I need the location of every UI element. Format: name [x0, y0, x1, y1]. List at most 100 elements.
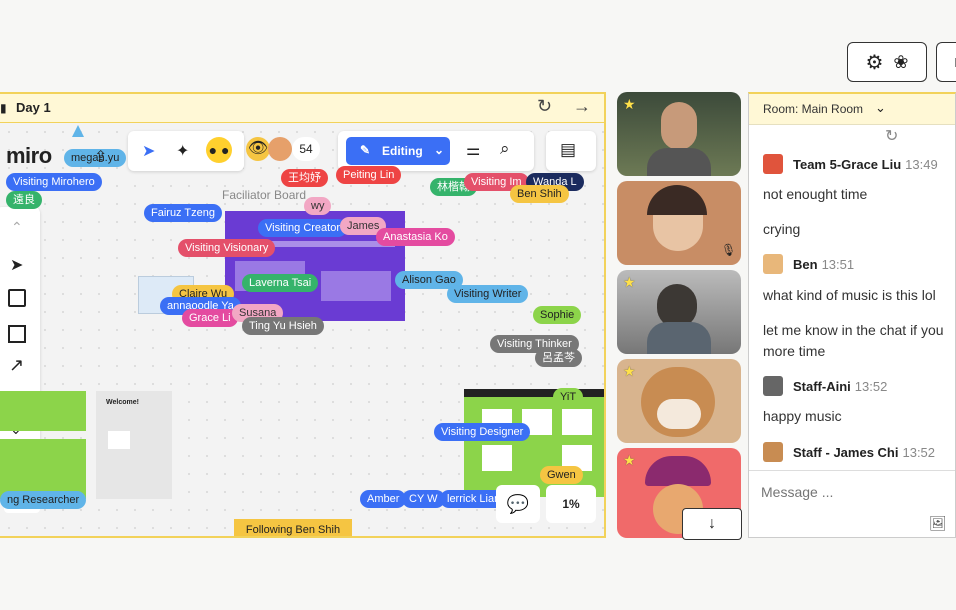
reactions-toolbar: ➤ ✦ ● ●	[128, 131, 244, 171]
pen-icon: ✎	[360, 143, 371, 157]
cursor-label: YiT	[553, 388, 584, 406]
following-badge: Following Ben Shih	[234, 519, 352, 536]
video-tile[interactable]: ★	[617, 448, 741, 538]
zoom-level[interactable]: 1%	[546, 485, 596, 523]
cursor-label: lerrick Lian	[440, 490, 508, 508]
user-tag: megan.yu	[64, 149, 127, 167]
avatar	[763, 254, 783, 274]
star-icon: ★	[623, 96, 636, 112]
message-text: crying	[763, 221, 801, 237]
cursor-label: Visiting Writer	[447, 285, 529, 303]
video-tile[interactable]: ★	[617, 92, 741, 176]
cursor-label: ng Researcher	[0, 491, 87, 509]
image-icon[interactable]: 🖼	[929, 515, 947, 531]
editing-label: Editing	[382, 144, 423, 158]
message-text: happy music	[763, 408, 842, 424]
shape-icon[interactable]	[8, 325, 26, 343]
cursor-label: Alison Gao	[395, 271, 463, 289]
video-tile[interactable]: ★	[617, 359, 741, 443]
welcome-frame[interactable]: Welcome!	[96, 391, 172, 499]
message-text: not enought time	[763, 186, 868, 202]
message-text: more time	[763, 343, 826, 359]
sticky-note-icon[interactable]	[8, 289, 26, 307]
notes-toolbar: ▤	[546, 131, 596, 171]
chevron-down-icon: ⌄	[434, 143, 445, 157]
avatar	[763, 442, 783, 462]
cursor-label: Gwen	[540, 466, 583, 484]
cursor-label: Ting Yu Hsieh	[242, 317, 324, 335]
video-tile[interactable]: ★	[617, 270, 741, 354]
board-header: ▮ Day 1 ↻ →	[0, 94, 604, 123]
search-icon[interactable]: ⌕	[500, 139, 510, 158]
room-label[interactable]: Room: Main Room	[763, 102, 864, 116]
avatar	[763, 154, 783, 174]
cursor-label: Sophie	[533, 306, 582, 324]
welcome-label: Welcome!	[106, 399, 139, 406]
cursor-label: Grace Li	[182, 309, 238, 327]
cursor-label: Fairuz Tzeng	[144, 204, 222, 222]
editing-button[interactable]: ✎ Editing ⌄	[346, 137, 450, 165]
cursor-label: CY W	[402, 490, 445, 508]
collapse-up-icon[interactable]: ⌃	[11, 219, 23, 235]
cursor-label: 遠良	[6, 191, 42, 209]
miro-logo: miro	[6, 143, 52, 168]
facilitator-label: Faciliator Board	[222, 188, 307, 202]
eye-icon[interactable]: 👁	[246, 137, 270, 161]
green-frame-large[interactable]	[464, 389, 604, 497]
chevron-down-icon[interactable]: ⌄	[875, 100, 886, 115]
mic-muted-icon: 🎙	[721, 243, 737, 257]
select-tool-icon[interactable]: ➤	[10, 257, 24, 274]
cursor-label: Amber	[360, 490, 407, 508]
emoji-icon[interactable]: ● ●	[206, 137, 232, 163]
star-icon: ★	[623, 363, 636, 379]
cursor-label: Laverna Tsai	[242, 274, 319, 292]
notes-icon[interactable]: ▤	[560, 140, 577, 159]
chat-bubble-icon[interactable]: 💬	[496, 485, 540, 523]
green-frame-small-a[interactable]	[0, 391, 86, 431]
message-composer: 🖼	[749, 470, 955, 537]
loading-icon: ↻	[885, 128, 899, 145]
green-frame-small-b[interactable]	[0, 439, 86, 499]
arrow-tool-icon[interactable]: ↗	[9, 355, 25, 375]
cursor-label: Visiting Designer	[434, 423, 531, 441]
message-text: what kind of music is this lol	[763, 287, 936, 303]
leave-button[interactable]: L	[936, 42, 956, 82]
edit-toolbar: ✎ Editing ⌄ ⚌ ⌕	[338, 131, 534, 171]
settings-group: ⚙ ❀	[847, 42, 927, 82]
cursor-label: Ben Shih	[510, 185, 569, 203]
star-icon: ★	[623, 274, 636, 290]
cursor-label: Anastasia Ko	[376, 228, 455, 246]
board-title: Day 1	[16, 100, 51, 115]
board-panel: ▮ Day 1 ↻ → miro megan.yu ⇪ ➤ ✦ ● ● 👁 54…	[0, 92, 606, 538]
paw-icon[interactable]: ❀	[893, 51, 909, 72]
board-canvas[interactable]: miro megan.yu ⇪ ➤ ✦ ● ● 👁 54 ✎ Editing ⌄…	[0, 123, 604, 536]
cursor-tool-icon[interactable]: ➤	[142, 143, 156, 160]
message-input[interactable]	[759, 479, 933, 505]
celebrate-icon[interactable]: ✦	[176, 143, 190, 160]
message-text: let me know in the chat if you	[763, 322, 944, 338]
video-tile[interactable]: 🎙	[617, 181, 741, 265]
miro-mini-icon: ▮	[0, 101, 7, 115]
avatar	[763, 376, 783, 396]
arrow-right-icon[interactable]: →	[573, 96, 591, 116]
refresh-icon[interactable]: ↻	[537, 96, 553, 116]
participant-count[interactable]: 54	[292, 137, 320, 161]
scroll-down-button[interactable]: ↓	[682, 508, 742, 540]
settings-sliders-icon[interactable]: ⚌	[466, 142, 481, 159]
star-icon: ★	[623, 452, 636, 468]
avatar	[268, 137, 292, 161]
cursor-label: wy	[304, 197, 332, 215]
cursor-label: 呂孟芩	[535, 349, 582, 367]
cursor-label: Peiting Lin	[336, 166, 402, 184]
cursor-label: James	[340, 217, 387, 235]
gear-icon[interactable]: ⚙	[865, 51, 884, 74]
cursor-arrow	[72, 125, 84, 137]
cursor-label: Visiting Visionary	[178, 239, 276, 257]
upload-icon[interactable]: ⇪	[94, 149, 108, 166]
cursor-label: Visiting Mirohero	[6, 173, 102, 191]
